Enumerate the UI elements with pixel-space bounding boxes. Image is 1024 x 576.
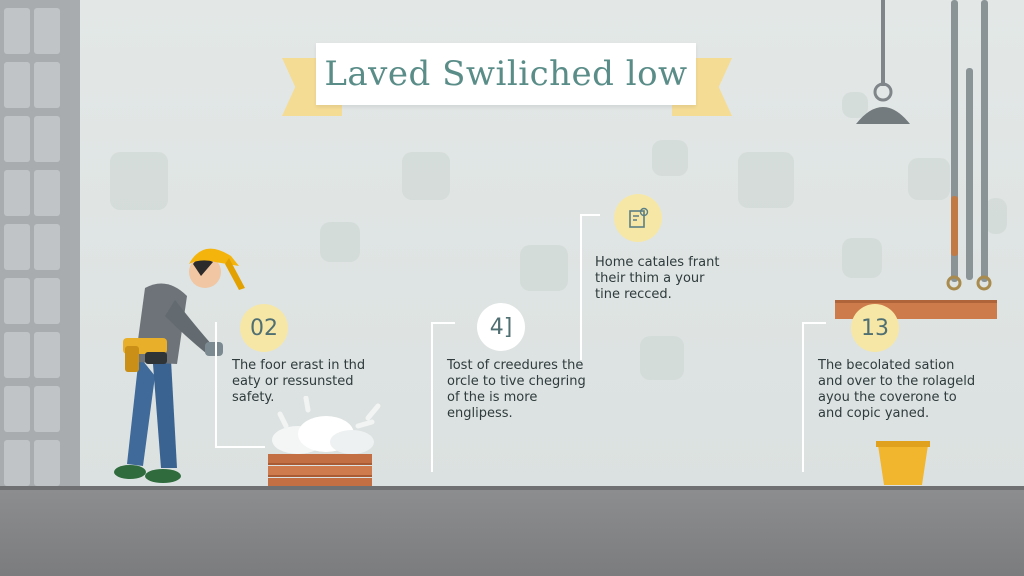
pipe-ends-icon: [946, 275, 992, 291]
wall-tile: [985, 198, 1007, 234]
step-number: 4]: [489, 314, 513, 340]
step-1-text: The foor erast in thd eaty or ressunsted…: [232, 358, 432, 406]
step-line: and over to the rolageld: [818, 374, 976, 389]
step-badge: 4]: [477, 303, 525, 351]
step-line: The becolated sation: [818, 358, 955, 373]
step-number: 13: [861, 315, 889, 341]
step-connector: [431, 322, 455, 324]
bucket-rim: [876, 441, 930, 447]
step-line: ayou the coverone to: [818, 390, 957, 405]
step-connector: [580, 214, 582, 360]
wall-tile: [738, 152, 794, 208]
step-connector: [580, 214, 600, 216]
wall-tile: [520, 245, 568, 291]
page-title: Laved Swiliched low: [324, 54, 688, 94]
brick-pillar: [0, 0, 80, 488]
step-3-text: Home catales frant their thim a your tin…: [595, 255, 795, 303]
step-connector: [215, 446, 265, 448]
step-badge: 13: [851, 304, 899, 352]
step-line: The foor erast in thd: [232, 358, 366, 373]
step-connector: [431, 322, 433, 472]
step-line: orcle to tive chegring: [447, 374, 586, 389]
step-line: safety.: [232, 390, 275, 405]
lamp-cord: [881, 0, 885, 86]
step-number: 02: [250, 315, 278, 341]
hanging-pipe: [981, 0, 988, 282]
floor-edge: [0, 486, 1024, 490]
step-connector: [802, 322, 804, 472]
worker-illustration: [114, 248, 245, 483]
floor: [0, 486, 1024, 576]
brick-pile: [268, 454, 372, 486]
wall-tile: [640, 336, 684, 380]
step-line: englipess.: [447, 406, 513, 421]
hanging-lamp-icon: [856, 82, 910, 124]
hanging-pipe: [951, 0, 958, 282]
step-line: their thim a your: [595, 271, 705, 286]
step-line: Home catales frant: [595, 255, 720, 270]
document-gear-icon: [629, 207, 649, 228]
step-line: of the is more: [447, 390, 538, 405]
step-4-text: The becolated sation and over to the rol…: [818, 358, 1018, 422]
wall-tile: [908, 158, 950, 200]
step-line: eaty or ressunsted: [232, 374, 354, 389]
wall-tile: [402, 152, 450, 200]
step-line: Tost of creedures the: [447, 358, 584, 373]
wall-tile: [320, 222, 360, 262]
step-badge: 02: [240, 304, 288, 352]
step-connector: [215, 322, 217, 448]
dust-cloud: [272, 396, 381, 454]
pipe-rust: [951, 196, 958, 256]
hanging-pipe: [966, 68, 973, 280]
wall-tile: [842, 238, 882, 278]
yellow-bucket: [878, 445, 928, 485]
step-badge: [614, 194, 662, 242]
step-line: and copic yaned.: [818, 406, 930, 421]
step-2-text: Tost of creedures the orcle to tive cheg…: [447, 358, 647, 422]
wall-tile: [652, 140, 688, 176]
step-connector: [802, 322, 826, 324]
title-banner: Laved Swiliched low: [316, 43, 696, 105]
wall-tile: [110, 152, 168, 210]
step-line: tine recced.: [595, 287, 672, 302]
wall-tile: [842, 92, 868, 118]
